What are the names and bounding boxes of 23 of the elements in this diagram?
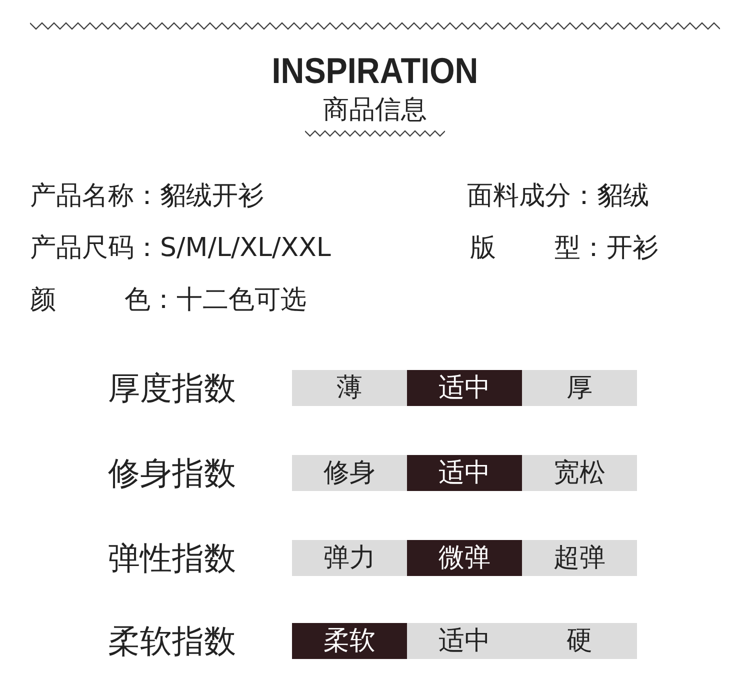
selected-scale-segment: 适中 (407, 370, 522, 406)
scale-label: 修身指数 (108, 453, 236, 494)
info-text: 颜 色：十二色可选 (30, 284, 306, 317)
scale-segment: 宽松 (522, 455, 637, 491)
scale-segment: 超弹 (522, 540, 637, 576)
selected-scale-segment: 柔软 (292, 623, 407, 659)
subtitle: 商品信息 (322, 94, 428, 127)
info-text: 产品尺码：S/M/L/XL/XXL (30, 232, 331, 265)
scale-label: 厚度指数 (108, 368, 236, 409)
selected-scale-segment: 微弹 (407, 540, 522, 576)
scale-segment: 硬 (522, 623, 637, 659)
info-text: 版 型：开衫 (470, 232, 658, 265)
scale-segment: 适中 (407, 623, 522, 659)
info-text: 产品名称：貂绒开衫 (30, 180, 264, 213)
scale-label: 柔软指数 (108, 621, 236, 662)
scale-segment: 厚 (522, 370, 637, 406)
scale-segment: 弹力 (292, 540, 407, 576)
scale-label: 弹性指数 (108, 538, 236, 579)
title: INSPIRATION (270, 50, 480, 92)
scale-segment: 修身 (292, 455, 407, 491)
scale-segment: 薄 (292, 370, 407, 406)
info-text: 面料成分：貂绒 (467, 180, 649, 213)
selected-scale-segment: 适中 (407, 455, 522, 491)
